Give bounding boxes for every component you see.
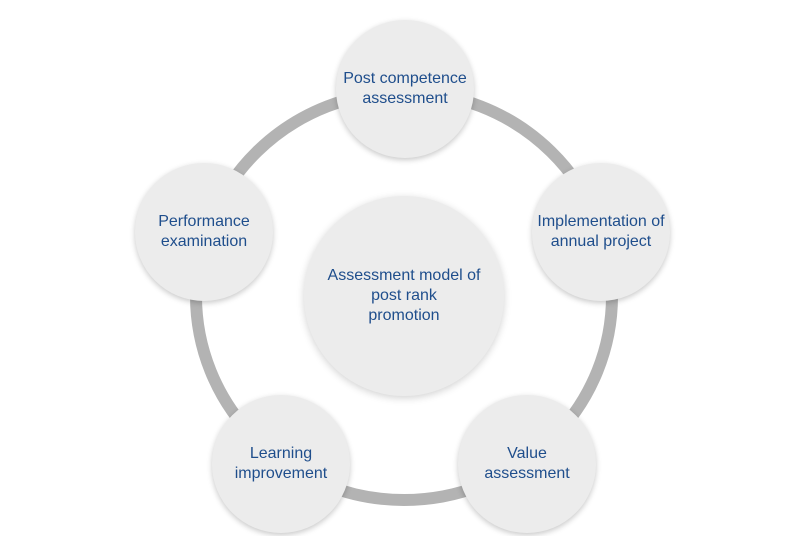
node-label-value: Value assessment — [484, 445, 570, 482]
center-node-label: Assessment model of post rank promotion — [327, 267, 481, 324]
node-label-implementation: Implementation of annual project — [537, 213, 665, 250]
center-node-assessment-model: Assessment model of post rank promotion — [304, 196, 504, 396]
node-label-learning: Learning improvement — [234, 445, 328, 482]
node-value-assessment: Value assessment — [458, 395, 596, 533]
node-implementation-of-annual-project: Implementation of annual project — [532, 163, 670, 301]
node-performance-examination: Performance examination — [135, 163, 273, 301]
node-label-performance: Performance examination — [158, 213, 250, 250]
node-label-post-competence: Post competence assessment — [343, 70, 467, 107]
node-learning-improvement: Learning improvement — [212, 395, 350, 533]
node-post-competence-assessment: Post competence assessment — [336, 20, 474, 158]
